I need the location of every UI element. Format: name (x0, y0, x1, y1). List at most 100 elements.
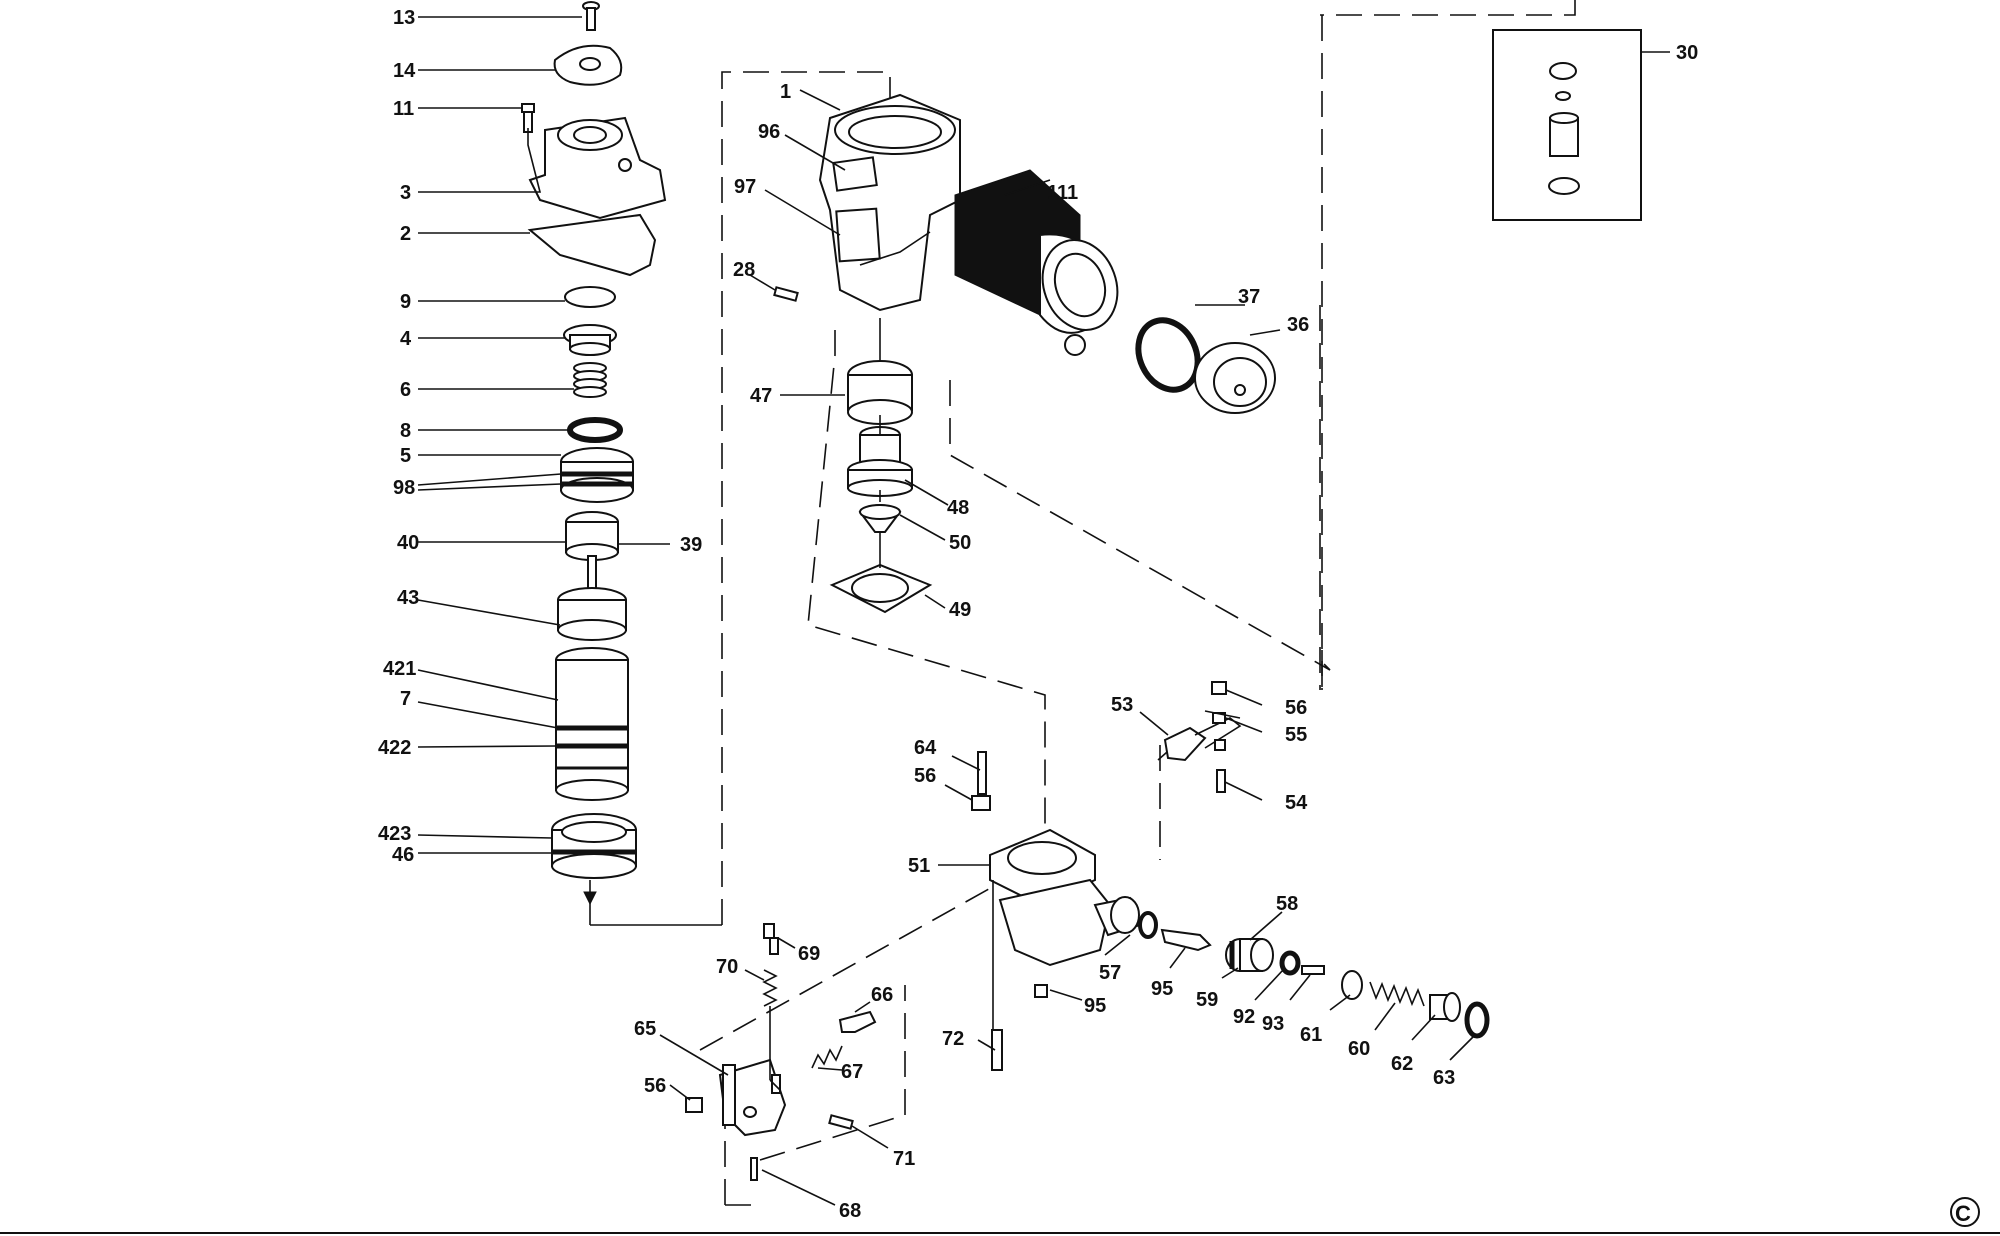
callout-2: 2 (400, 223, 411, 245)
inset-kit-30 (1492, 29, 1670, 221)
callout-93: 93 (1262, 1013, 1284, 1035)
callout-5: 5 (400, 445, 411, 467)
callout-95-left: 95 (1084, 995, 1106, 1017)
o-ring-8 (567, 417, 623, 443)
callout-421: 421 (383, 658, 416, 680)
callout-7: 7 (400, 688, 411, 710)
pin-64 (977, 751, 987, 795)
grip-111 (954, 169, 1119, 356)
callout-63: 63 (1433, 1067, 1455, 1089)
bushing-48 (847, 426, 913, 497)
callout-65: 65 (634, 1018, 656, 1040)
pin-28 (773, 286, 799, 302)
callout-55: 55 (1285, 724, 1307, 746)
callout-56-mid: 56 (914, 765, 936, 787)
spring-60 (1369, 981, 1425, 1007)
trigger-assembly-65 (718, 1058, 787, 1137)
callout-40: 40 (397, 532, 419, 554)
callout-36: 36 (1287, 314, 1309, 336)
cap-14 (553, 44, 623, 86)
screw-68 (750, 1157, 758, 1181)
assembly-guide-lines (583, 0, 1576, 1206)
callout-labels: 13 14 11 3 2 9 4 6 8 5 98 40 39 43 421 7… (378, 7, 1698, 1222)
ring-61 (1341, 970, 1363, 1000)
callout-39: 39 (680, 534, 702, 556)
bumper-43 (557, 587, 627, 641)
callout-37: 37 (1238, 286, 1260, 308)
rod-69 (763, 923, 779, 955)
callout-3: 3 (400, 182, 411, 204)
callout-46: 46 (392, 844, 414, 866)
ring-9 (564, 286, 616, 308)
callout-13: 13 (393, 7, 415, 29)
retaining-ring-63 (1464, 1001, 1490, 1039)
callout-92: 92 (1233, 1006, 1255, 1028)
callout-423: 423 (378, 823, 411, 845)
nose-leader-lines (938, 755, 1476, 1061)
callout-8: 8 (400, 420, 411, 442)
spring-70 (762, 969, 778, 1007)
callout-57: 57 (1099, 962, 1121, 984)
piston-62 (1429, 992, 1461, 1022)
trigger-lever-53 (1163, 681, 1242, 793)
copyright-letter: C (1955, 1201, 1971, 1226)
callout-6: 6 (400, 379, 411, 401)
callout-50: 50 (949, 532, 971, 554)
callout-53: 53 (1111, 694, 1133, 716)
valve-4 (563, 324, 617, 356)
callout-11: 11 (393, 98, 414, 120)
callout-30: 30 (1676, 42, 1698, 64)
callout-98: 98 (393, 477, 415, 499)
trigger-leader-lines (1139, 689, 1263, 801)
screw-95 (1034, 984, 1048, 998)
callout-28: 28 (733, 259, 755, 281)
callout-47: 47 (750, 385, 772, 407)
callout-70: 70 (716, 956, 738, 978)
bolt-11 (521, 103, 535, 133)
lever-66 (838, 1010, 877, 1033)
cylinder-ring-423 (551, 813, 637, 879)
clip-95 (1160, 928, 1212, 952)
callout-64: 64 (914, 737, 937, 759)
end-cap-36 (1194, 342, 1276, 414)
piston-40 (565, 511, 619, 617)
callout-54: 54 (1285, 792, 1308, 814)
callout-97: 97 (734, 176, 756, 198)
callout-4: 4 (400, 328, 412, 350)
callout-59: 59 (1196, 989, 1218, 1011)
callout-95-right: 95 (1151, 978, 1173, 1000)
callout-96: 96 (758, 121, 780, 143)
callout-43: 43 (397, 587, 419, 609)
callout-9: 9 (400, 291, 411, 313)
callout-68: 68 (839, 1200, 861, 1222)
o-ring-57 (1138, 911, 1158, 939)
gasket-49 (829, 563, 933, 614)
callout-111: 111 (1047, 182, 1078, 204)
callout-69: 69 (798, 943, 820, 965)
callout-51: 51 (908, 855, 930, 877)
upper-leader-lines (749, 89, 1281, 609)
tool-body-1 (818, 93, 961, 312)
cylinder-cap-3 (528, 116, 667, 220)
callout-56-lower: 56 (644, 1075, 666, 1097)
callout-49: 49 (949, 599, 971, 621)
head-51 (989, 828, 1142, 967)
callout-61: 61 (1300, 1024, 1322, 1046)
callout-72: 72 (942, 1028, 964, 1050)
valve-50 (858, 504, 902, 533)
bushing-56c (685, 1097, 703, 1113)
cylinder-421 (555, 647, 629, 801)
washer-92 (1279, 950, 1301, 976)
plug-58 (1225, 938, 1274, 972)
seal-47 (847, 360, 913, 425)
callout-60: 60 (1348, 1038, 1370, 1060)
screw-13 (582, 1, 600, 31)
trigger-leader-lines-lower (659, 937, 889, 1206)
callout-71: 71 (893, 1148, 915, 1170)
cylinder-stack-parts (521, 1, 667, 879)
callout-48: 48 (947, 497, 969, 519)
callout-1: 1 (780, 81, 791, 103)
callout-62: 62 (1391, 1053, 1413, 1075)
bolt-72 (991, 1029, 1003, 1071)
